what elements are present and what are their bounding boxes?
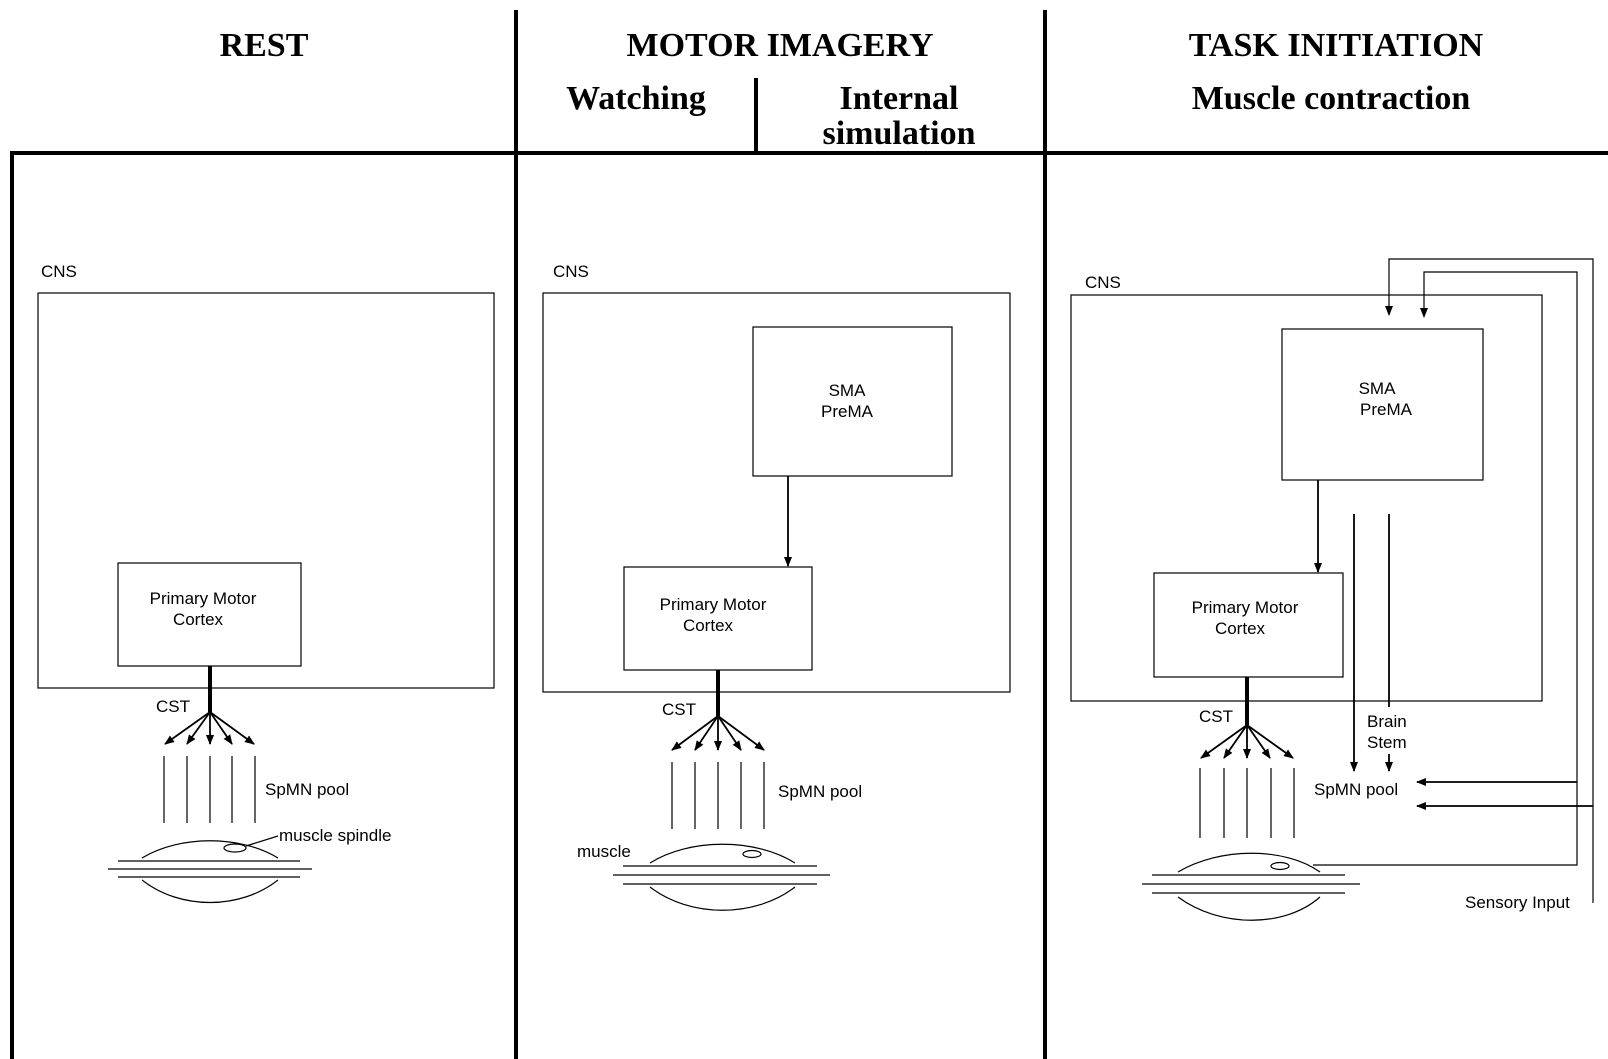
imagery-muscle-spindle <box>743 851 761 858</box>
imagery-pmc-label-1: Primary Motor <box>660 595 767 614</box>
imagery-panel: CNS SMA PreMA Primary Motor Cortex CST S… <box>543 262 1010 910</box>
imagery-prema-label: PreMA <box>821 402 874 421</box>
task-cns-box <box>1071 295 1542 701</box>
imagery-muscle <box>613 844 830 910</box>
task-muscle-spindle <box>1271 863 1289 870</box>
rest-muscle <box>108 841 312 903</box>
task-muscle <box>1142 853 1360 920</box>
imagery-cst-fan-arrows <box>672 716 764 750</box>
imagery-muscle-label: muscle <box>577 842 631 861</box>
task-cst-fan-arrows <box>1201 725 1293 758</box>
header-watching: Watching <box>566 80 706 117</box>
rest-cst-fan-arrows <box>165 712 254 744</box>
header-task-initiation: TASK INITIATION <box>1189 27 1484 64</box>
task-brainstem-label-1: Brain <box>1367 712 1407 731</box>
task-sensory-input-label: Sensory Input <box>1465 893 1570 912</box>
rest-panel: CNS Primary Motor Cortex CST SpMN pool <box>38 262 494 903</box>
rest-motor-neuron-lines <box>164 756 255 823</box>
rest-spindle-pointer <box>246 836 278 846</box>
task-pmc-label-2: Cortex <box>1215 619 1266 638</box>
rest-pmc-label-2: Cortex <box>173 610 224 629</box>
header-internal: Internal <box>840 80 959 117</box>
task-prema-label: PreMA <box>1360 400 1413 419</box>
rest-muscle-spindle <box>224 844 246 852</box>
rest-spmn-label: SpMN pool <box>265 780 349 799</box>
rest-pmc-label-1: Primary Motor <box>150 589 257 608</box>
task-panel: CNS SMA PreMA Primary Motor Cortex CST <box>1071 259 1593 920</box>
imagery-cns-label: CNS <box>553 262 589 281</box>
task-pmc-label-1: Primary Motor <box>1192 598 1299 617</box>
header-rest: REST <box>220 27 309 64</box>
task-sma-label: SMA <box>1359 379 1397 398</box>
task-spmn-label: SpMN pool <box>1314 780 1398 799</box>
header-simulation: simulation <box>822 115 975 152</box>
imagery-cst-label: CST <box>662 700 696 719</box>
rest-spindle-label: muscle spindle <box>279 826 391 845</box>
task-cst-label: CST <box>1199 707 1233 726</box>
imagery-pmc-label-2: Cortex <box>683 616 734 635</box>
imagery-cns-box <box>543 293 1010 692</box>
task-cns-label: CNS <box>1085 273 1121 292</box>
header-muscle-contraction: Muscle contraction <box>1192 80 1471 117</box>
imagery-sma-label: SMA <box>829 381 867 400</box>
imagery-motor-neuron-lines <box>672 762 764 829</box>
header-motor-imagery: MOTOR IMAGERY <box>626 27 933 64</box>
task-brainstem-label-2: Stem <box>1367 733 1407 752</box>
rest-cns-box <box>38 293 494 688</box>
task-sensory-loop-inner <box>1313 272 1577 865</box>
rest-cst-label: CST <box>156 697 190 716</box>
task-motor-neuron-lines <box>1200 768 1294 838</box>
imagery-spmn-label: SpMN pool <box>778 782 862 801</box>
rest-cns-label: CNS <box>41 262 77 281</box>
